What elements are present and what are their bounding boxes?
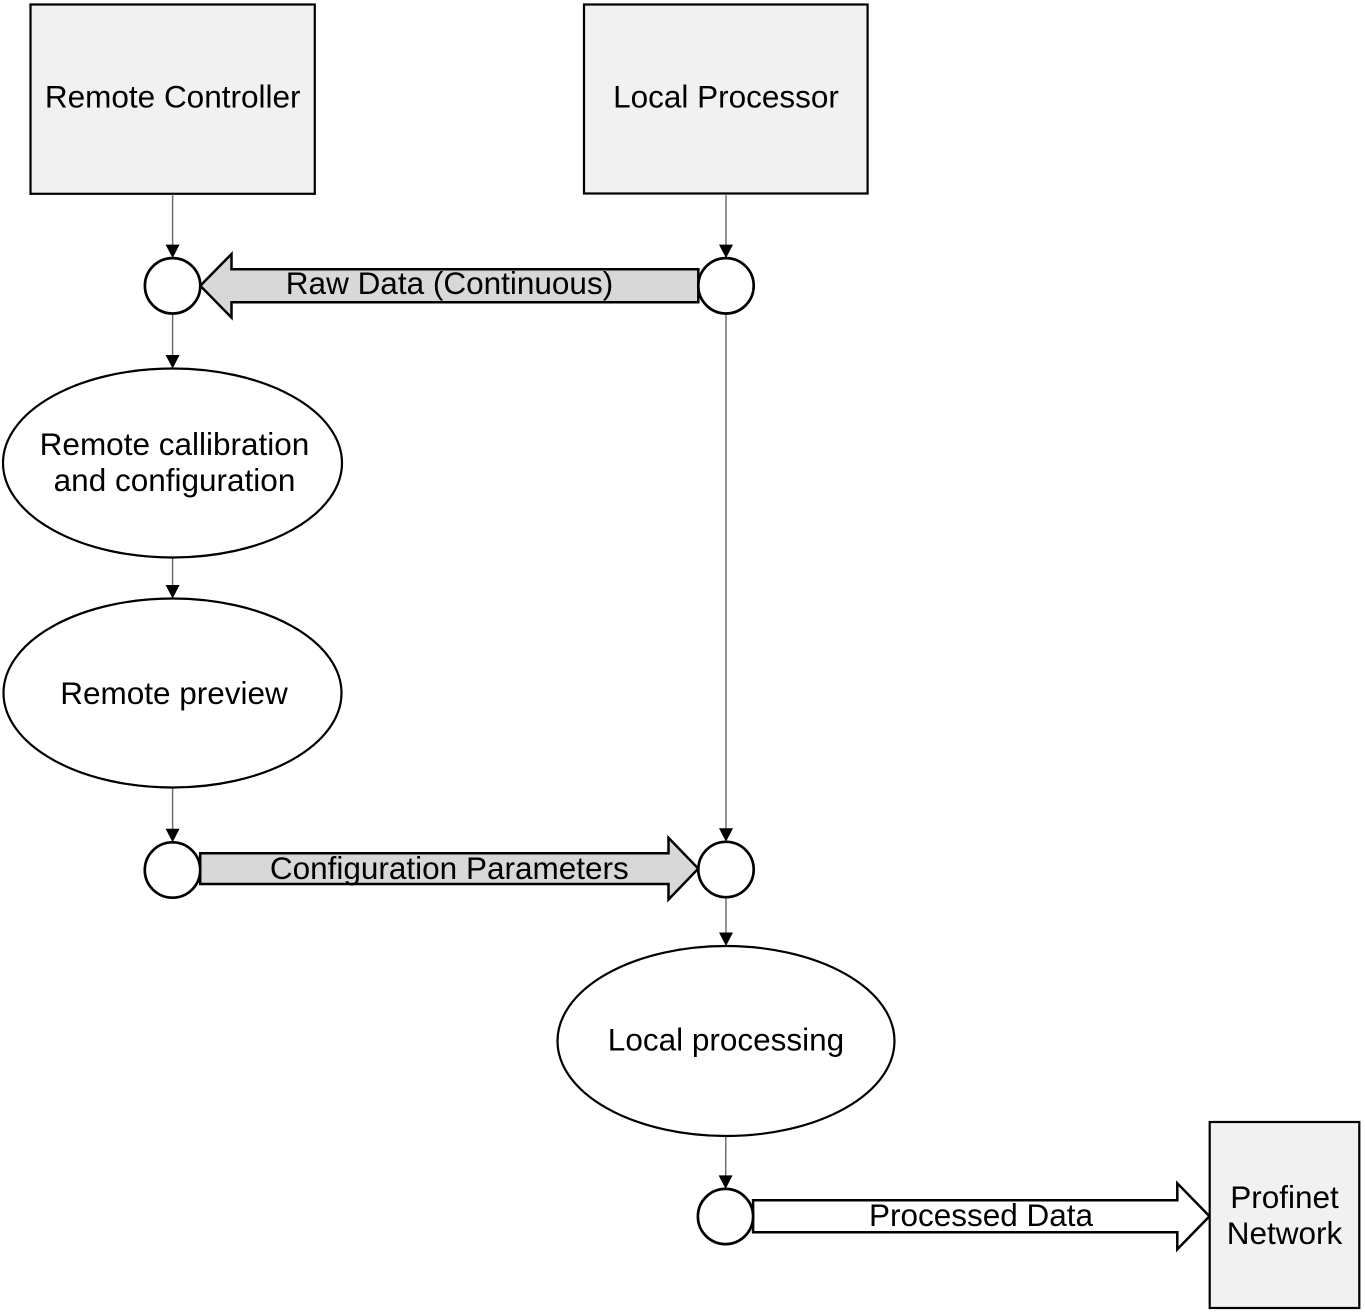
remote-calibration-label-line1: Remote callibration (40, 426, 310, 462)
remote-preview-ellipse (2, 597, 343, 789)
junction-local-processed (696, 1187, 755, 1246)
local-processor-label: Local Processor (613, 79, 839, 115)
profinet-network-box (1208, 1120, 1361, 1310)
connector-processing-to-junction-arrowhead (718, 1175, 733, 1189)
local-processor-box (582, 3, 869, 195)
remote-calibration-label-line2: and configuration (54, 462, 296, 498)
profinet-network-label-line2: Network (1227, 1215, 1343, 1251)
remote-controller-box (29, 3, 316, 195)
local-processing-label: Local processing (608, 1022, 844, 1058)
junction-remote-raw-data (143, 256, 202, 315)
connector-local-processor-down-arrowhead (719, 244, 733, 259)
connector-junction-to-processing-arrowhead (719, 932, 733, 946)
configuration-parameters-label: Configuration Parameters (270, 850, 629, 886)
processed-data-label: Processed Data (869, 1197, 1094, 1233)
junction-remote-config (143, 840, 202, 900)
connector-local-processor-long-arrowhead (719, 828, 733, 842)
remote-controller-label: Remote Controller (45, 79, 301, 115)
junction-local-config (696, 840, 756, 899)
junction-local-raw-data (696, 256, 756, 315)
remote-preview-label: Remote preview (60, 675, 288, 711)
processed-data-arrow (751, 1180, 1212, 1253)
profinet-network-label-line1: Profinet (1230, 1179, 1339, 1215)
remote-calibration-ellipse (1, 367, 344, 559)
connector-junction-to-calibration-arrowhead (165, 355, 180, 369)
connector-remote-controller-down-arrowhead (165, 244, 180, 259)
local-processing-ellipse (556, 944, 896, 1138)
raw-data-label: Raw Data (Continuous) (286, 265, 613, 301)
connector-preview-to-junction-arrowhead (165, 828, 180, 843)
configuration-parameters-arrow (198, 834, 701, 903)
connector-calibration-to-preview-arrowhead (165, 585, 180, 599)
